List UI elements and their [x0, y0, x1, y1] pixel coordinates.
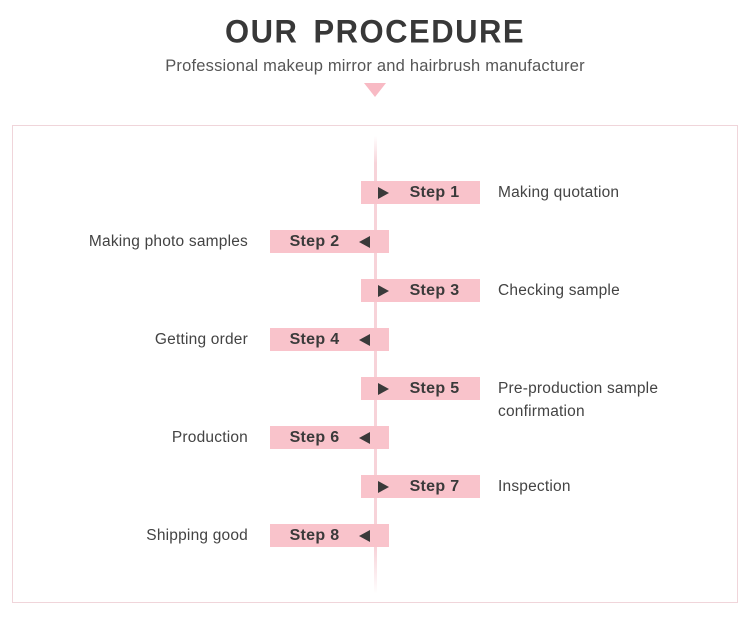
step-label: Step 3 — [409, 282, 460, 299]
step-label: Step 2 — [289, 233, 340, 250]
step-description: Pre-production sample confirmation — [498, 380, 659, 420]
step-description: Production — [171, 429, 248, 446]
step-label: Step 8 — [289, 527, 340, 544]
step-row-5: Step 5 Pre-production sample confirmatio… — [0, 377, 750, 420]
triangle-left-icon — [359, 529, 370, 542]
step-label: Step 4 — [289, 331, 340, 348]
step-description: Inspection — [498, 478, 571, 495]
page-subtitle: Professional makeup mirror and hairbrush… — [165, 57, 585, 75]
step-badge-6: Step 6 — [270, 426, 389, 449]
step-badge-2: Step 2 — [270, 230, 389, 253]
step-row-3: Step 3 Checking sample — [0, 279, 750, 302]
triangle-right-icon — [378, 284, 389, 297]
triangle-right-icon — [378, 480, 389, 493]
step-badge-1: Step 1 — [361, 181, 480, 204]
step-row-8: Step 8 Shipping good — [0, 524, 750, 547]
step-row-4: Step 4 Getting order — [0, 328, 750, 351]
step-label: Step 7 — [409, 478, 460, 495]
step-row-2: Step 2 Making photo samples — [0, 230, 750, 253]
procedure-panel — [12, 125, 738, 603]
triangle-right-icon — [378, 382, 389, 395]
step-row-7: Step 7 Inspection — [0, 475, 750, 498]
timeline-line — [374, 136, 377, 594]
step-label: Step 5 — [409, 380, 460, 397]
triangle-left-icon — [359, 431, 370, 444]
step-description: Checking sample — [498, 282, 620, 299]
step-badge-5: Step 5 — [361, 377, 480, 400]
triangle-right-icon — [378, 186, 389, 199]
step-row-6: Step 6 Production — [0, 426, 750, 449]
step-description: Shipping good — [146, 527, 248, 544]
step-row-1: Step 1 Making quotation — [0, 181, 750, 204]
step-badge-7: Step 7 — [361, 475, 480, 498]
step-description: Making quotation — [498, 184, 620, 201]
step-badge-8: Step 8 — [270, 524, 389, 547]
step-label: Step 1 — [409, 184, 460, 201]
step-description: Making photo samples — [88, 233, 248, 250]
triangle-left-icon — [359, 235, 370, 248]
step-badge-3: Step 3 — [361, 279, 480, 302]
page-title: OUR PROCEDURE — [224, 13, 526, 51]
step-badge-4: Step 4 — [270, 328, 389, 351]
triangle-left-icon — [359, 333, 370, 346]
step-description: Getting order — [154, 331, 248, 348]
triangle-down-icon — [364, 83, 386, 97]
step-label: Step 6 — [289, 429, 340, 446]
